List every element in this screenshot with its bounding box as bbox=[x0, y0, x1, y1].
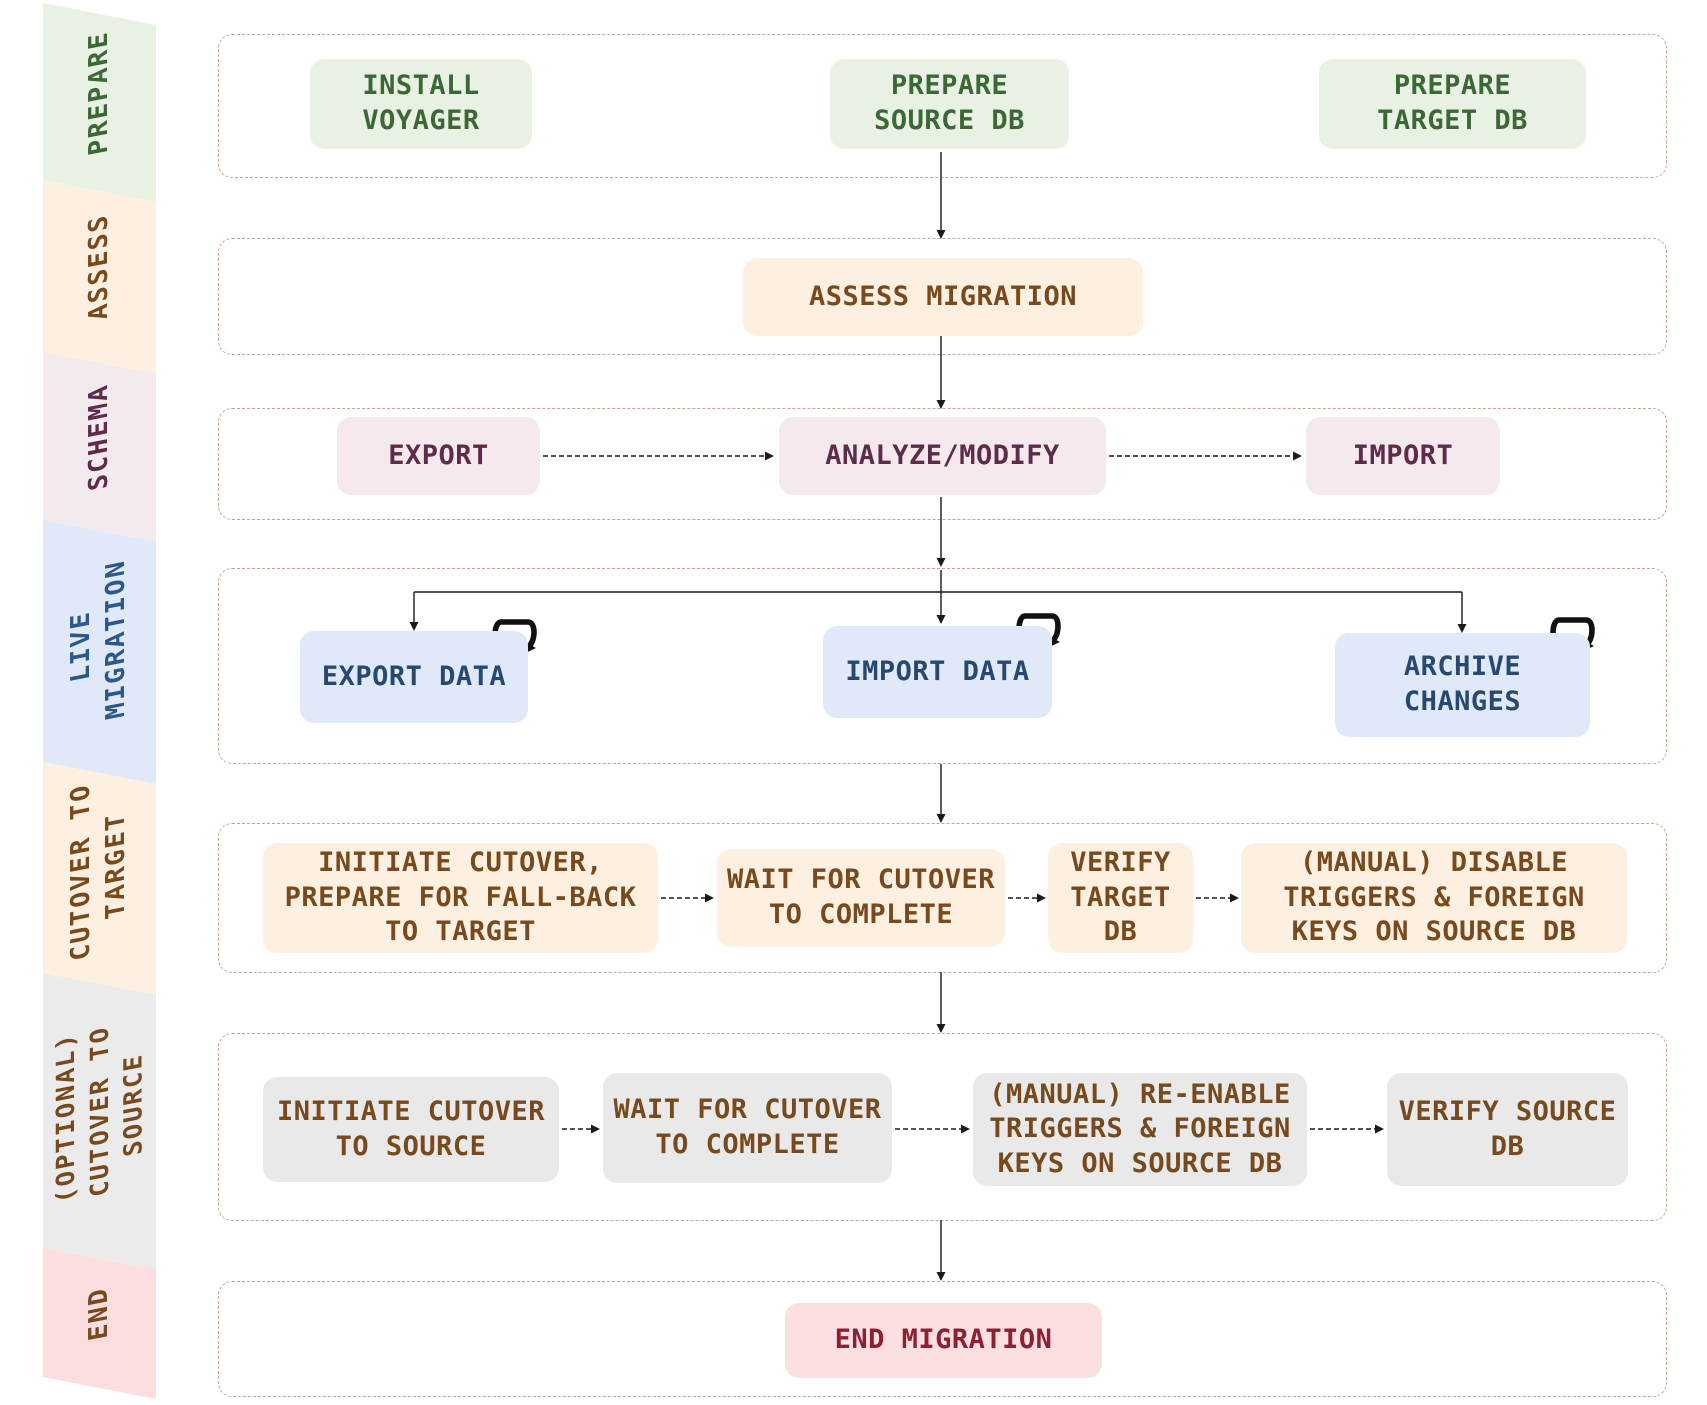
node-archive-changes: ARCHIVE CHANGES bbox=[1335, 633, 1590, 737]
node-import-data: IMPORT DATA bbox=[823, 626, 1052, 718]
sidebar-phase-cutover-to-target-labelwrap: CUTOVER TO TARGET bbox=[43, 752, 156, 985]
node-wait-cutover-target: WAIT FOR CUTOVER TO COMPLETE bbox=[717, 849, 1005, 947]
node-end-migration: END MIGRATION bbox=[785, 1303, 1102, 1378]
sidebar-label-optional-cutover-to-source: (OPTIONAL) CUTOVER TO SOURCE bbox=[50, 1023, 148, 1207]
node-disable-triggers-source-db: (MANUAL) DISABLE TRIGGERS & FOREIGN KEYS… bbox=[1241, 843, 1627, 953]
node-initiate-cutover-target: INITIATE CUTOVER, PREPARE FOR FALL-BACK … bbox=[263, 843, 658, 953]
node-verify-source-db: VERIFY SOURCE DB bbox=[1387, 1073, 1628, 1186]
node-schema-import: IMPORT bbox=[1306, 417, 1500, 495]
sidebar-phase-assess-labelwrap: ASSESS bbox=[43, 170, 156, 364]
sidebar-label-schema: SCHEMA bbox=[83, 381, 114, 493]
node-prepare-source-db: PREPARE SOURCE DB bbox=[830, 59, 1069, 149]
node-verify-target-db: VERIFY TARGET DB bbox=[1048, 843, 1193, 953]
sidebar-phase-prepare-labelwrap: PREPARE bbox=[43, 0, 156, 192]
node-wait-cutover-source: WAIT FOR CUTOVER TO COMPLETE bbox=[603, 1073, 892, 1183]
sidebar-phase-schema-labelwrap: SCHEMA bbox=[43, 342, 156, 532]
sidebar-label-end: END bbox=[83, 1284, 114, 1344]
node-initiate-cutover-source: INITIATE CUTOVER TO SOURCE bbox=[263, 1077, 559, 1182]
row-cutover-to-source bbox=[218, 1033, 1667, 1221]
row-cutover-to-target bbox=[218, 823, 1667, 973]
sidebar-phase-live-migration-labelwrap: LIVE MIGRATION bbox=[43, 510, 156, 774]
dashed-flow-lines bbox=[543, 455, 1375, 1130]
node-reenable-triggers-source-db: (MANUAL) RE-ENABLE TRIGGERS & FOREIGN KE… bbox=[973, 1073, 1307, 1186]
node-assess-migration: ASSESS MIGRATION bbox=[743, 258, 1143, 336]
node-schema-export: EXPORT bbox=[337, 417, 540, 495]
row-live-migration bbox=[218, 568, 1667, 764]
node-prepare-target-db: PREPARE TARGET DB bbox=[1319, 59, 1586, 149]
sidebar-label-assess: ASSESS bbox=[83, 211, 114, 323]
node-install-voyager: INSTALL VOYAGER bbox=[310, 59, 532, 149]
sidebar-phase-optional-cutover-to-source-labelwrap: (OPTIONAL) CUTOVER TO SOURCE bbox=[43, 963, 156, 1260]
sidebar-label-live-migration: LIVE MIGRATION bbox=[66, 556, 132, 722]
sidebar-phase-end-labelwrap: END bbox=[43, 1238, 156, 1389]
phase-sidebar: PREPARE ASSESS SCHEMA LIVE MIGRATION CUT… bbox=[43, 0, 156, 1405]
sidebar-label-cutover-to-target: CUTOVER TO TARGET bbox=[66, 780, 132, 964]
sidebar-label-prepare: PREPARE bbox=[83, 27, 114, 158]
row-prepare bbox=[218, 34, 1667, 178]
node-schema-analyze-modify: ANALYZE/MODIFY bbox=[779, 417, 1106, 495]
node-export-data: EXPORT DATA bbox=[300, 631, 528, 723]
dashed-arrowheads bbox=[591, 451, 1384, 1134]
row-end bbox=[218, 1281, 1667, 1397]
